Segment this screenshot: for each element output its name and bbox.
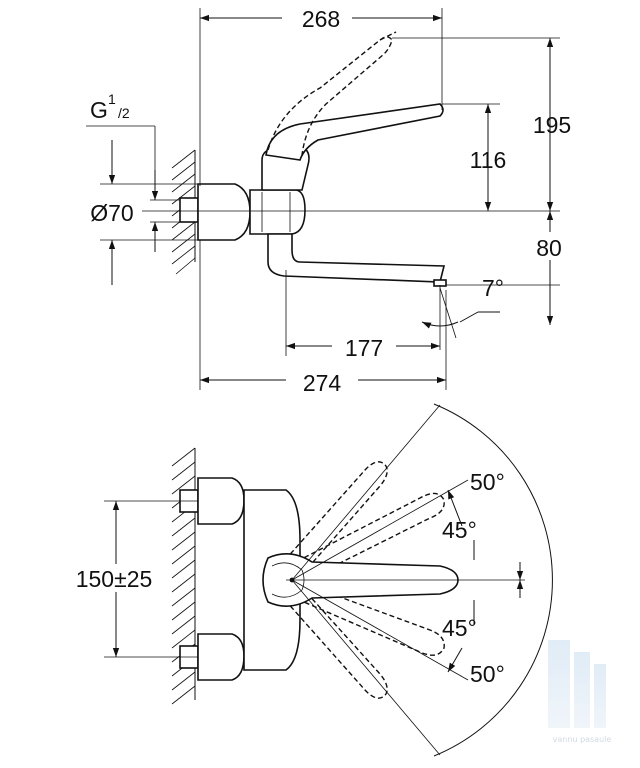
svg-text:/2: /2	[118, 105, 130, 121]
dim-195: 195	[533, 112, 571, 138]
svg-text:vannu pasaule: vannu pasaule	[553, 735, 612, 744]
dim-116: 116	[470, 147, 507, 173]
eccentric-upper	[197, 477, 245, 525]
lever-handle	[265, 103, 444, 161]
dim-spacing: 150±25	[76, 566, 153, 592]
dim-274: 274	[303, 370, 342, 396]
svg-text:G: G	[90, 97, 108, 123]
top-view: 50° 45° 45° 50° 150±25	[66, 403, 553, 757]
angle-upper-outer: 50°	[470, 469, 505, 495]
svg-text:1: 1	[108, 91, 116, 107]
lever-positions-dashed	[284, 461, 445, 699]
dim-diameter: Ø70	[90, 200, 133, 226]
lever-raised-dashed	[267, 36, 393, 156]
eccentric-lower	[197, 633, 245, 681]
escutcheon	[197, 183, 251, 241]
dim-177: 177	[345, 335, 383, 361]
dim-7deg: 7°	[482, 275, 504, 301]
thread-label: G 1 /2	[90, 91, 130, 123]
angle-upper-inner: 45°	[442, 517, 477, 543]
dim-80: 80	[536, 235, 562, 261]
mixer-body	[249, 189, 306, 235]
dim-268: 268	[302, 6, 340, 32]
rotation-arc	[433, 403, 553, 757]
angle-lower-inner: 45°	[442, 615, 477, 641]
watermark: vannu pasaule	[548, 640, 611, 744]
side-view: 268 195 116 80 7° 177 274	[84, 4, 572, 396]
pipe-stub	[179, 197, 199, 223]
angle-lower-outer: 50°	[470, 661, 505, 687]
spout	[267, 233, 446, 283]
